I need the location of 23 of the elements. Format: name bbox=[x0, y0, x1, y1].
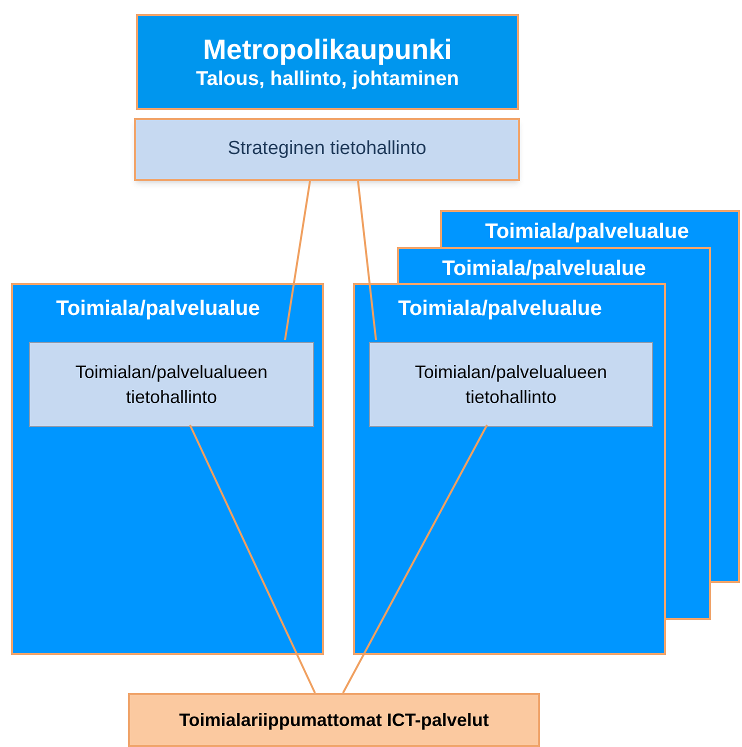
connector-line bbox=[284, 180, 311, 340]
process-box bbox=[128, 693, 540, 747]
process-box bbox=[369, 342, 653, 427]
node-text: Toimiala/palvelualue bbox=[484, 219, 690, 245]
area-panel bbox=[353, 283, 666, 655]
node-text: Toimialan/palvelualueen tietohallinto bbox=[74, 360, 269, 408]
connector-line bbox=[357, 180, 377, 340]
connector-line bbox=[189, 424, 316, 694]
process-box bbox=[134, 118, 520, 181]
connector-line bbox=[342, 424, 488, 694]
node-text: Toimiala/palvelualue bbox=[441, 256, 647, 282]
node-text: Toimiala/palvelualue bbox=[397, 296, 603, 322]
node-text: Metropolikaupunki bbox=[203, 33, 452, 67]
node-text: Toimialariippumattomat ICT-palvelut bbox=[179, 708, 489, 732]
node-text: Toimialan/palvelualueen tietohallinto bbox=[414, 360, 608, 408]
stacked-panel-top bbox=[440, 210, 740, 247]
stacked-panel-top bbox=[397, 247, 711, 283]
node-text: Talous, hallinto, johtaminen bbox=[196, 67, 459, 92]
area-panel bbox=[11, 283, 324, 655]
node-text: Toimiala/palvelualue bbox=[55, 296, 261, 322]
node-text: Strateginen tietohallinto bbox=[228, 137, 426, 162]
process-box bbox=[29, 342, 314, 427]
header-box bbox=[136, 14, 519, 110]
